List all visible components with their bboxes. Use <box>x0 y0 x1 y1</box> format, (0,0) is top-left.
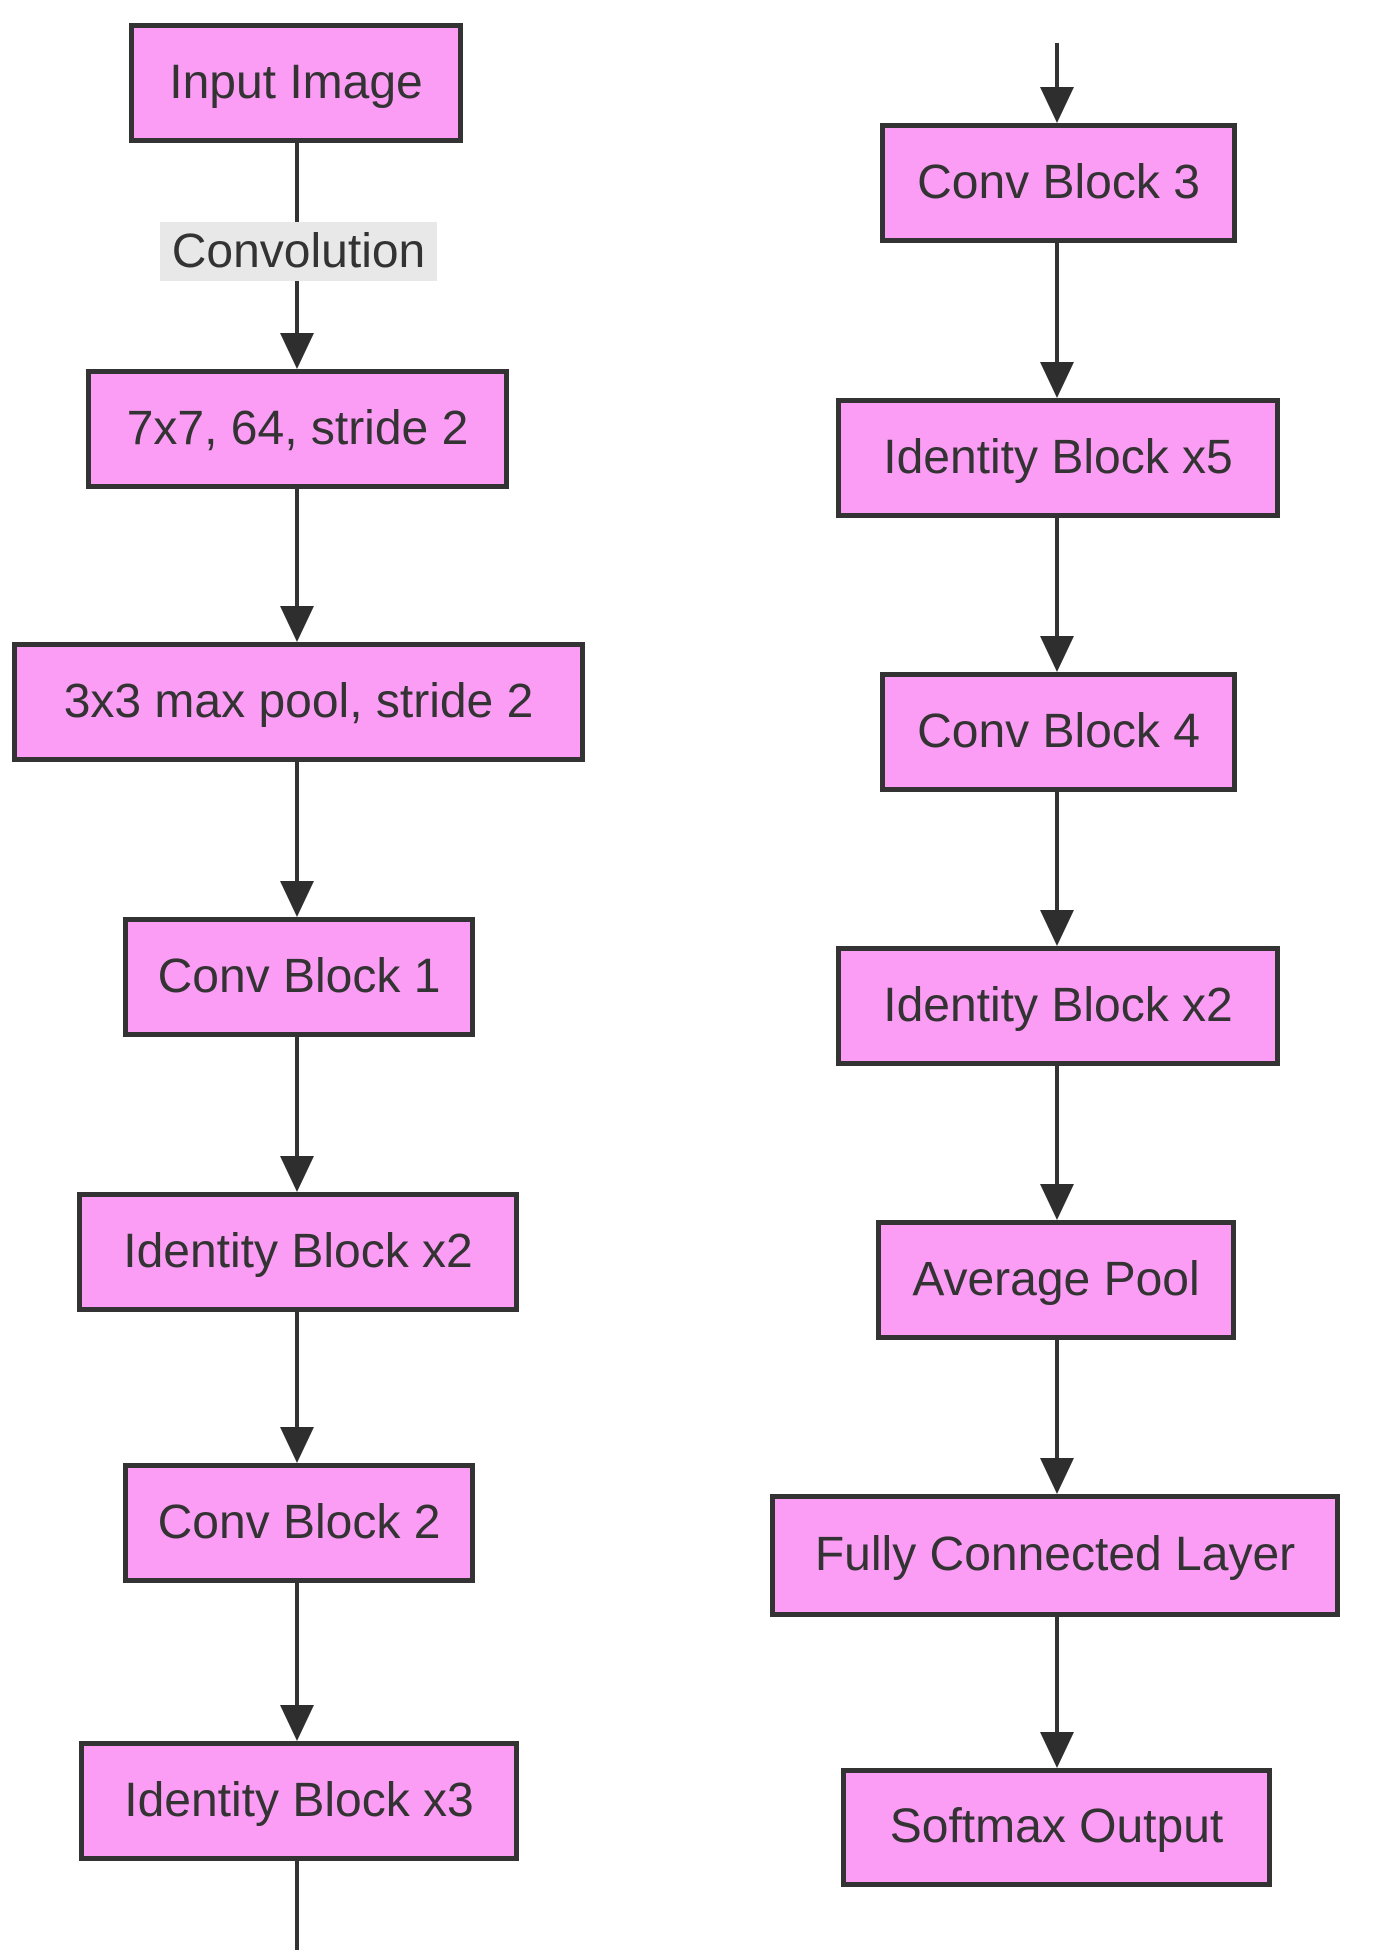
edge-line <box>1055 792 1059 914</box>
node-conv-block-4: Conv Block 4 <box>880 672 1237 792</box>
arrow-down-icon <box>1040 636 1074 672</box>
node-conv-7x7-64-stride-2: 7x7, 64, stride 2 <box>86 369 509 489</box>
edge-line <box>1055 43 1059 91</box>
edge-label-convolution: Convolution <box>160 222 437 281</box>
edge-line <box>295 489 299 610</box>
edge-line <box>295 1312 299 1431</box>
node-identity-block-x3: Identity Block x3 <box>79 1741 519 1861</box>
arrow-down-icon <box>280 1705 314 1741</box>
node-3x3-max-pool-stride-2: 3x3 max pool, stride 2 <box>12 642 585 762</box>
node-label: Fully Connected Layer <box>814 1528 1296 1582</box>
arrow-down-icon <box>280 606 314 642</box>
edge-line <box>295 1583 299 1709</box>
edge-line <box>295 762 299 885</box>
node-softmax-output: Softmax Output <box>841 1768 1272 1887</box>
node-label: Conv Block 2 <box>157 1495 441 1549</box>
edge-line <box>295 1037 299 1160</box>
node-conv-block-2: Conv Block 2 <box>123 1463 475 1583</box>
node-identity-block-x5: Identity Block x5 <box>836 398 1280 518</box>
edge-line <box>1055 1066 1059 1188</box>
arrow-down-icon <box>1040 1184 1074 1220</box>
arrow-down-icon <box>280 1156 314 1192</box>
node-label: Conv Block 1 <box>157 949 441 1003</box>
node-label: 3x3 max pool, stride 2 <box>63 674 534 728</box>
node-fully-connected-layer: Fully Connected Layer <box>770 1494 1340 1617</box>
node-label: Average Pool <box>912 1252 1200 1306</box>
node-average-pool: Average Pool <box>876 1220 1236 1340</box>
arrow-down-icon <box>1040 910 1074 946</box>
edge-line <box>295 1861 299 1950</box>
edge-line <box>1055 1617 1059 1736</box>
arrow-down-icon <box>1040 87 1074 123</box>
node-identity-block-x2-left: Identity Block x2 <box>77 1192 519 1312</box>
node-label: Identity Block x3 <box>124 1773 474 1827</box>
node-conv-block-3: Conv Block 3 <box>880 123 1237 243</box>
node-label: Identity Block x5 <box>883 430 1233 484</box>
edge-line <box>1055 518 1059 640</box>
arrow-down-icon <box>1040 362 1074 398</box>
node-input-image: Input Image <box>129 23 463 143</box>
edge-line <box>1055 243 1059 366</box>
edge-label-text: Convolution <box>171 225 426 278</box>
node-label: Softmax Output <box>889 1800 1224 1854</box>
node-label: Conv Block 3 <box>917 155 1200 209</box>
node-label: Identity Block x2 <box>883 978 1233 1032</box>
arrow-down-icon <box>1040 1458 1074 1494</box>
arrow-down-icon <box>280 881 314 917</box>
node-label: Conv Block 4 <box>917 704 1200 758</box>
node-label: Input Image <box>169 55 423 109</box>
node-identity-block-x2-right: Identity Block x2 <box>836 946 1280 1066</box>
arrow-down-icon <box>1040 1732 1074 1768</box>
edge-line <box>1055 1340 1059 1462</box>
node-conv-block-1: Conv Block 1 <box>123 917 475 1037</box>
arrow-down-icon <box>280 1427 314 1463</box>
arrow-down-icon <box>280 333 314 369</box>
node-label: 7x7, 64, stride 2 <box>126 401 469 455</box>
node-label: Identity Block x2 <box>123 1224 473 1278</box>
